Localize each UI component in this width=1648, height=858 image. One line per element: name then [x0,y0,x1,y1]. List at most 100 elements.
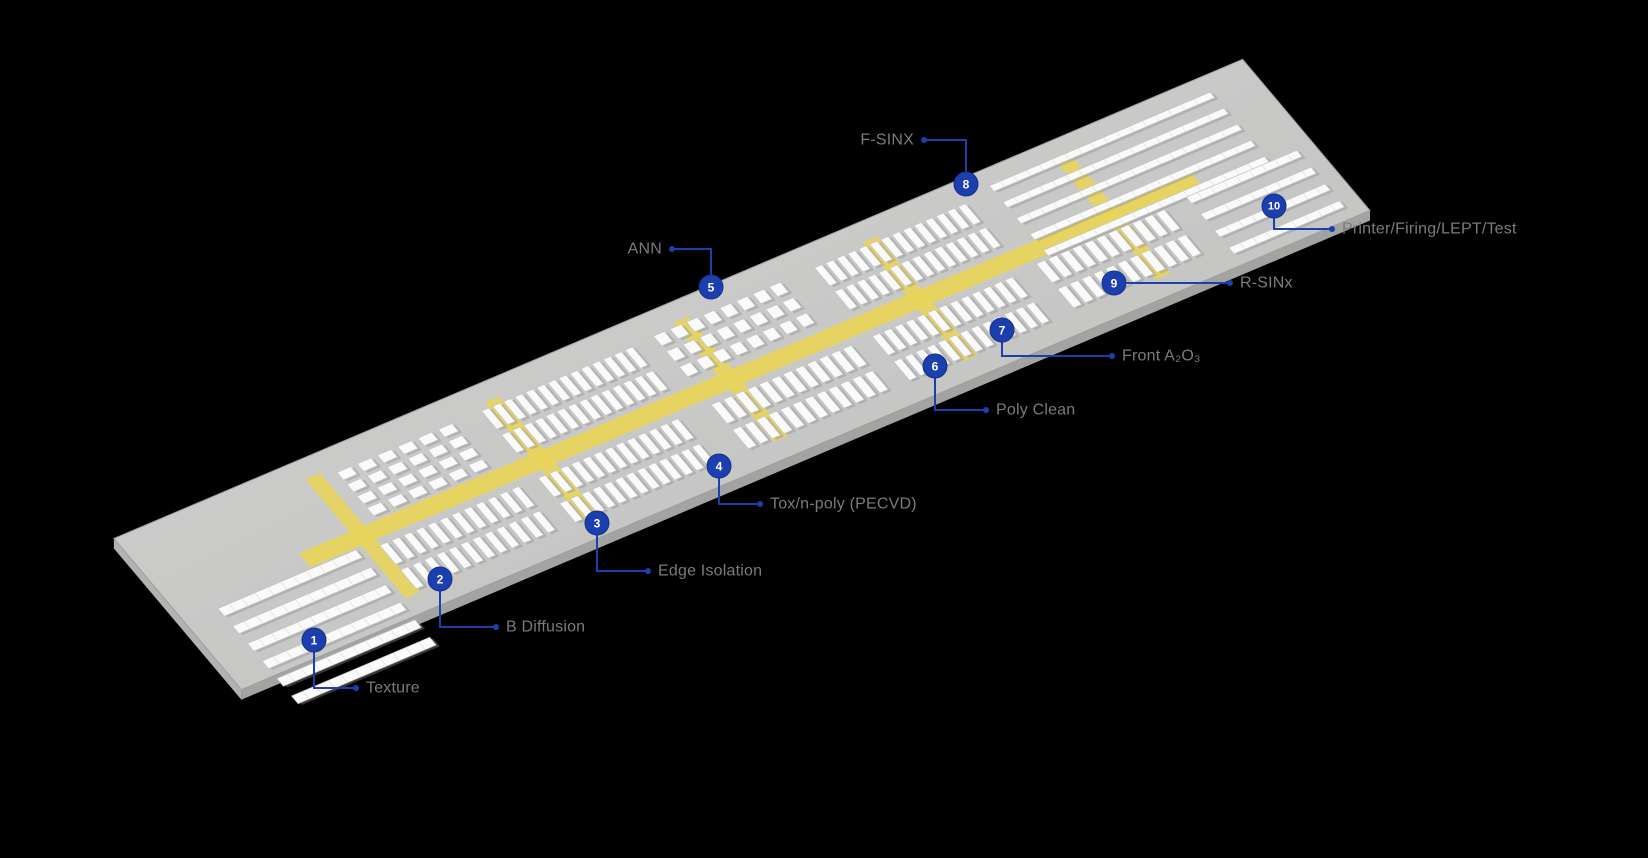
machine-block [625,437,651,461]
machine-segment-line [1130,169,1136,176]
machine-segment-line [1262,187,1269,194]
machine-segment-line [1040,229,1046,236]
marker-leader-line [672,248,712,275]
machine-block [944,241,969,264]
machine-block [415,526,440,550]
marker-label: Edge Isolation [658,563,762,580]
machine-block [728,340,749,357]
machine-segment-line [322,611,330,620]
machine-segment-line [1302,193,1309,200]
machine-block [636,432,662,456]
machine-block [507,520,532,544]
machine-block [427,443,449,459]
machine-block [1080,274,1107,299]
machine-block [893,323,919,347]
machine-group-diffusion-row [379,485,559,591]
machine-segment-line [374,589,382,598]
machine-block [336,466,358,481]
machine-segment-line [324,634,332,643]
machine-segment-line [1143,185,1150,192]
machine-block [391,536,416,560]
machine-segment-line [1239,242,1246,250]
marker-badge[interactable] [1101,270,1127,296]
machine-segment-line [1066,218,1072,225]
machine-block [1059,249,1085,274]
machine-block [1029,139,1257,241]
marker-leader-line [313,652,356,689]
machine-block [1003,311,1028,334]
machine-block [982,285,1007,309]
walkway-crossing-5 [1055,154,1171,280]
marker-badge[interactable] [989,317,1015,343]
floor-left-cap [113,538,242,700]
machine-block [937,339,962,363]
marker-badge[interactable] [706,453,732,479]
machine-segment-line [1064,153,1070,160]
machine-block [1164,239,1190,263]
floor-front-edge [241,210,1370,700]
marker-badge[interactable] [1261,193,1287,219]
machine-segment-line [346,577,354,586]
machine-segment-line [1038,164,1044,171]
machine-block [732,318,753,334]
machine-segment-line [1315,187,1322,195]
machine-segment-line [1194,142,1200,148]
machine-block [830,349,856,374]
machine-block [622,379,647,402]
machine-segment-line [1237,198,1243,205]
machine-block [695,354,716,371]
machine-block [1071,244,1097,268]
machine-segment-line [1301,170,1308,178]
machine-block [427,475,449,491]
machine-segment-line [1067,239,1073,246]
machine-block [450,511,476,535]
machine-segment-line [377,635,385,644]
machine-block [602,355,627,379]
machine-block [715,325,736,341]
machine-block [512,426,536,449]
machine-block [970,325,995,349]
machine-block [1116,259,1143,283]
machine-segment-line [1103,158,1110,165]
machine-block [937,304,963,328]
machine-block [922,250,947,273]
machine-block [971,290,996,314]
machine-block [1143,214,1169,238]
machine-block [437,423,460,438]
machine-block [768,281,790,298]
machine-segment-line [1329,204,1336,212]
machine-block [839,380,865,404]
machine-block [880,235,904,259]
machine-block [698,332,720,348]
machine-block [403,531,428,555]
machine-block [782,370,808,394]
machine-segment-line [309,616,317,625]
machine-block [366,469,389,484]
machine-segment-line [1078,169,1084,176]
machine-segment-line [302,691,310,700]
machine-segment-line [359,571,367,580]
machine-segment-line [1128,126,1135,133]
marker-badge[interactable] [922,353,948,379]
machine-group-f-sinx-row [813,203,1005,311]
machine-segment-line [280,581,288,590]
machine-block [818,354,844,379]
machine-block [613,351,638,374]
machine-block [1015,123,1243,225]
machine-block [924,217,949,240]
machine-segment-line [405,647,413,656]
machine-segment-line [1143,163,1149,170]
machine-block [752,288,773,305]
machine-segment-line [243,621,251,630]
marker-badge[interactable] [584,510,610,536]
machine-block [847,250,871,273]
marker-badge[interactable] [301,627,327,653]
machine-block [519,515,544,539]
machine-segment-line [1040,207,1046,214]
marker-badge[interactable] [427,566,453,592]
marker-badge[interactable] [953,171,979,197]
marker-badge[interactable] [698,274,724,300]
marker-number: 3 [594,517,601,531]
machine-block [1056,285,1083,309]
